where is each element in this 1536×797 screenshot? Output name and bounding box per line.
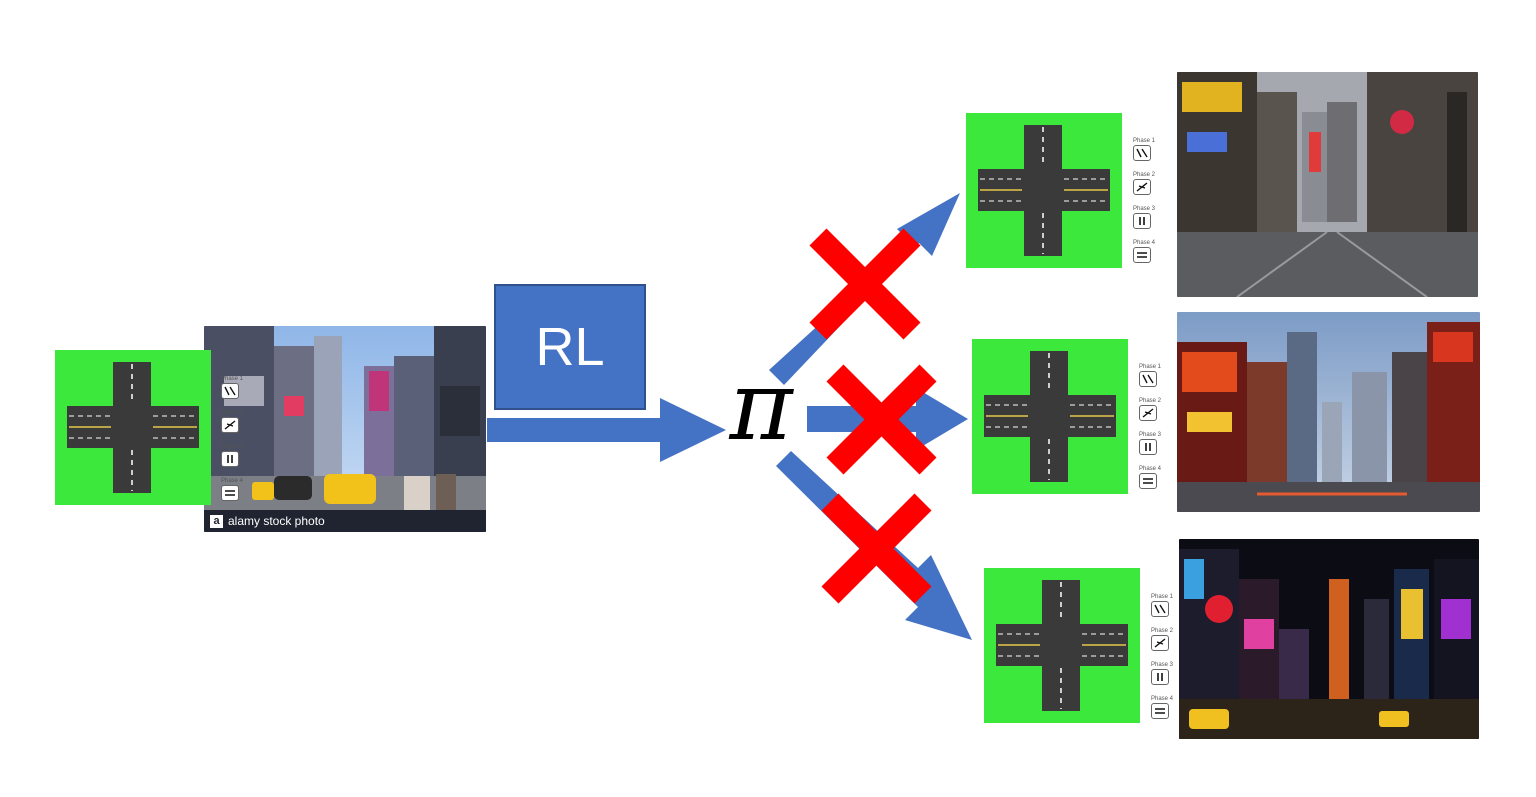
phase-label: Phase 4 (221, 478, 244, 484)
phase-signal-icon (221, 485, 239, 501)
target-city-photo-3 (1179, 539, 1479, 739)
phase-signal-icon (221, 417, 239, 433)
phase-label: Phase 2 (1133, 172, 1156, 178)
cross-icon-bottom (821, 493, 932, 604)
phase-signal-icon (1139, 405, 1157, 421)
phase-signal-icon (1151, 703, 1169, 719)
phase-signal-icon (221, 451, 239, 467)
phase-label: Phase 1 (1151, 594, 1174, 600)
photo-caption: a alamy stock photo (204, 510, 486, 532)
phase-signal-icon (1133, 213, 1151, 229)
phase-signal-icon (1151, 635, 1169, 651)
phase-signal-icon (221, 383, 239, 399)
target-phase-panel-1: Phase 1 Phase 2 Phase 3 Phase 4 (1133, 138, 1155, 274)
phase-label: Phase 2 (221, 410, 244, 416)
policy-symbol: π (729, 350, 793, 462)
source-city-photo: a alamy stock photo (204, 326, 486, 532)
intersection-icon (67, 362, 199, 493)
rl-box: RL (494, 284, 646, 410)
intersection-icon (996, 580, 1128, 711)
phase-signal-icon (1139, 371, 1157, 387)
phase-label: Phase 4 (1139, 466, 1162, 472)
source-phase-panel: Phase 1 Phase 2 Phase 3 Phase 4 (221, 376, 243, 512)
cross-icon-top (809, 228, 921, 340)
photo-caption-text: alamy stock photo (228, 514, 325, 528)
cross-icon-middle (826, 364, 937, 475)
phase-label: Phase 2 (1151, 628, 1174, 634)
target-city-photo-2 (1177, 312, 1480, 512)
main-arrow-icon (487, 398, 726, 462)
target-intersection-1 (966, 113, 1122, 268)
phase-label: Phase 1 (1133, 138, 1156, 144)
phase-signal-icon (1133, 179, 1151, 195)
source-intersection (55, 350, 211, 505)
phase-signal-icon (1139, 473, 1157, 489)
target-phase-panel-3: Phase 1 Phase 2 Phase 3 Phase 4 (1151, 594, 1173, 730)
intersection-icon (984, 351, 1116, 482)
phase-label: Phase 2 (1139, 398, 1162, 404)
target-intersection-3 (984, 568, 1140, 723)
phase-signal-icon (1151, 601, 1169, 617)
phase-label: Phase 4 (1133, 240, 1156, 246)
phase-label: Phase 4 (1151, 696, 1174, 702)
phase-label: Phase 1 (1139, 364, 1162, 370)
phase-signal-icon (1133, 247, 1151, 263)
phase-label: Phase 3 (1139, 432, 1162, 438)
phase-label: Phase 3 (1133, 206, 1156, 212)
target-intersection-2 (972, 339, 1128, 494)
phase-label: Phase 3 (1151, 662, 1174, 668)
phase-signal-icon (1133, 145, 1151, 161)
alamy-logo-icon: a (210, 514, 223, 528)
intersection-icon (978, 125, 1110, 256)
phase-label: Phase 1 (221, 376, 244, 382)
phase-signal-icon (1151, 669, 1169, 685)
target-city-photo-1 (1177, 72, 1478, 297)
phase-label: Phase 3 (221, 444, 244, 450)
target-phase-panel-2: Phase 1 Phase 2 Phase 3 Phase 4 (1139, 364, 1161, 500)
phase-signal-icon (1139, 439, 1157, 455)
